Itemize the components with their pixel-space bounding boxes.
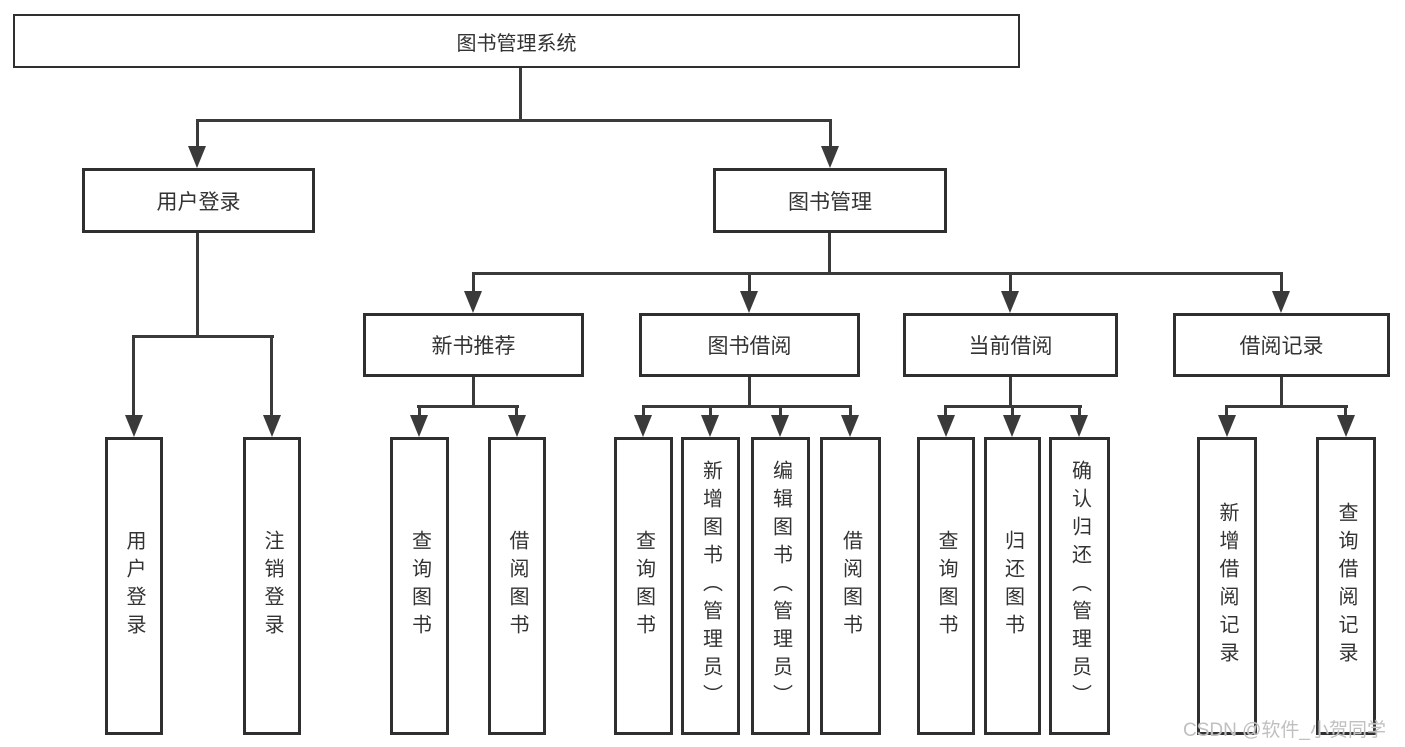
arrowhead-borrowing-records: [1272, 291, 1290, 313]
leaf-add-borrow-record: 新增借阅记录: [1197, 437, 1257, 735]
connector-records-branch: [1225, 405, 1348, 408]
connector-drop-add-books: [709, 405, 712, 417]
connector-book-management-branch: [472, 272, 1283, 275]
connector-recommend-branch: [417, 405, 519, 408]
leaf-user-login: 用户登录: [105, 437, 163, 735]
connector-drop-leaf-logout: [270, 335, 273, 417]
connector-drop-borrowing-records: [1280, 272, 1283, 293]
connector-recommend-trunk: [472, 377, 475, 407]
connector-drop-user-login: [196, 119, 199, 149]
connector-current-trunk: [1009, 377, 1012, 407]
connector-drop-book-management: [829, 119, 832, 149]
node-book-borrowing: 图书借阅: [639, 313, 860, 377]
arrowhead-book-borrowing: [740, 291, 758, 313]
connector-drop-current-query: [944, 405, 947, 417]
node-new-book-recommend: 新书推荐: [363, 313, 584, 377]
leaf-borrowing-query-books: 查询图书: [614, 437, 673, 735]
leaf-return-books: 归还图书: [984, 437, 1041, 735]
leaf-add-books-admin-label: 新增图书（管理员）: [699, 460, 722, 712]
leaf-query-borrow-record: 查询借阅记录: [1316, 437, 1376, 735]
node-current-borrowing: 当前借阅: [903, 313, 1118, 377]
leaf-recommend-borrow-books: 借阅图书: [488, 437, 546, 735]
arrowhead-query-record: [1337, 415, 1355, 437]
node-borrowing-records: 借阅记录: [1173, 313, 1390, 377]
node-user-login-label: 用户登录: [156, 190, 241, 214]
arrowhead-borrowing-query: [634, 415, 652, 437]
connector-drop-book-borrowing: [748, 272, 751, 293]
leaf-edit-books-admin-label: 编辑图书（管理员）: [769, 460, 792, 712]
leaf-query-borrow-record-label: 查询借阅记录: [1335, 502, 1357, 670]
leaf-return-books-label: 归还图书: [1001, 530, 1024, 642]
connector-drop-new-book-recommend: [472, 272, 475, 293]
leaf-borrowing-borrow-books-label: 借阅图书: [839, 530, 862, 642]
node-root: 图书管理系统: [13, 14, 1020, 68]
arrowhead-user-login: [188, 146, 206, 168]
leaf-user-login-label: 用户登录: [123, 530, 145, 642]
arrowhead-current-borrowing: [1001, 291, 1019, 313]
leaf-borrowing-query-books-label: 查询图书: [632, 530, 655, 642]
connector-book-management-trunk: [828, 233, 831, 275]
node-new-book-recommend-label: 新书推荐: [431, 335, 516, 358]
connector-drop-query-record: [1344, 405, 1347, 417]
connector-drop-confirm-return: [1078, 405, 1081, 417]
arrowhead-add-books: [701, 415, 719, 437]
connector-drop-recommend-borrow: [515, 405, 518, 417]
connector-drop-leaf-user-login: [132, 335, 135, 417]
node-root-label: 图书管理系统: [456, 32, 577, 55]
leaf-confirm-return-admin-label: 确认归还（管理员）: [1068, 460, 1091, 712]
connector-drop-recommend-query: [418, 405, 421, 417]
arrowhead-current-query: [937, 415, 955, 437]
node-book-management-label: 图书管理: [788, 190, 872, 214]
connector-drop-edit-books: [779, 405, 782, 417]
connector-user-login-branch: [132, 335, 274, 338]
leaf-current-query-books-label: 查询图书: [935, 530, 957, 642]
arrowhead-leaf-user-login: [125, 415, 143, 437]
node-user-login: 用户登录: [82, 168, 315, 233]
arrowhead-add-record: [1218, 415, 1236, 437]
node-borrowing-records-label: 借阅记录: [1239, 335, 1324, 358]
connector-root-trunk: [519, 66, 522, 122]
connector-borrowing-branch: [642, 405, 852, 408]
leaf-recommend-query-books: 查询图书: [390, 437, 449, 735]
leaf-confirm-return-admin: 确认归还（管理员）: [1049, 437, 1110, 735]
leaf-borrowing-borrow-books: 借阅图书: [820, 437, 881, 735]
leaf-edit-books-admin: 编辑图书（管理员）: [751, 437, 810, 735]
arrowhead-book-management: [821, 146, 839, 168]
node-book-borrowing-label: 图书借阅: [707, 335, 792, 358]
connector-drop-borrowing-query: [642, 405, 645, 417]
leaf-add-books-admin: 新增图书（管理员）: [681, 437, 740, 735]
arrowhead-leaf-logout: [263, 415, 281, 437]
arrowhead-recommend-query: [410, 415, 428, 437]
connector-root-branch: [196, 119, 832, 122]
leaf-logout: 注销登录: [243, 437, 301, 735]
arrowhead-recommend-borrow: [508, 415, 526, 437]
arrowhead-return-books: [1003, 415, 1021, 437]
node-book-management: 图书管理: [713, 168, 947, 233]
connector-user-login-trunk: [196, 233, 199, 338]
leaf-add-borrow-record-label: 新增借阅记录: [1216, 502, 1238, 670]
csdn-watermark: CSDN @软件_小贺同学: [1183, 720, 1386, 741]
leaf-recommend-borrow-books-label: 借阅图书: [506, 530, 528, 642]
connector-records-trunk: [1280, 377, 1283, 407]
connector-drop-current-borrowing: [1009, 272, 1012, 293]
leaf-logout-label: 注销登录: [261, 530, 283, 642]
leaf-current-query-books: 查询图书: [917, 437, 975, 735]
node-current-borrowing-label: 当前借阅: [968, 335, 1053, 358]
connector-drop-return-books: [1011, 405, 1014, 417]
connector-drop-add-record: [1225, 405, 1228, 417]
arrowhead-edit-books: [771, 415, 789, 437]
arrowhead-borrowing-borrow: [841, 415, 859, 437]
connector-drop-borrowing-borrow: [849, 405, 852, 417]
arrowhead-new-book-recommend: [464, 291, 482, 313]
connector-borrowing-trunk: [748, 377, 751, 407]
leaf-recommend-query-books-label: 查询图书: [408, 530, 431, 642]
arrowhead-confirm-return: [1070, 415, 1088, 437]
